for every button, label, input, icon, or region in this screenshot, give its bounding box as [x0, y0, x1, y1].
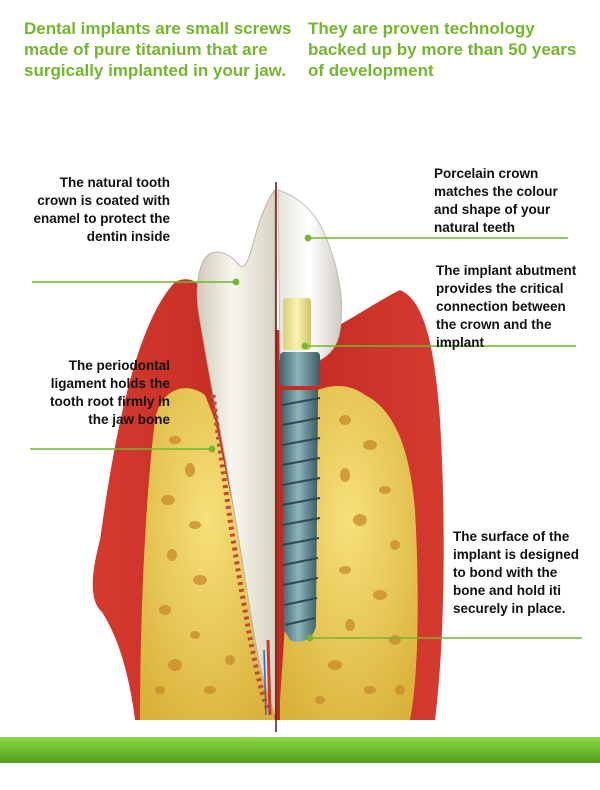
- ground-strip: [0, 737, 600, 763]
- label-porcelain-crown: Porcelain crown matches the colour and s…: [434, 166, 558, 235]
- periodontal-ligament: [210, 394, 271, 711]
- label-natural-crown: The natural tooth crown is coated with e…: [33, 175, 170, 244]
- headline-left: Dental implants are small screws made of…: [24, 19, 292, 80]
- label-periodontal-ligament: The periodontal ligament holds the tooth…: [50, 358, 170, 427]
- jaw-bone-left: [140, 388, 275, 720]
- label-implant-surface: The surface of the implant is designed t…: [453, 529, 580, 616]
- implant-abutment: [283, 298, 311, 350]
- implant-collar: [280, 352, 320, 386]
- label-implant-abutment: The implant abutment provides the critic…: [436, 263, 577, 350]
- headline-right: They are proven technology backed up by …: [308, 19, 577, 80]
- tooth-nerve: [266, 639, 272, 716]
- natural-tooth: [196, 188, 276, 716]
